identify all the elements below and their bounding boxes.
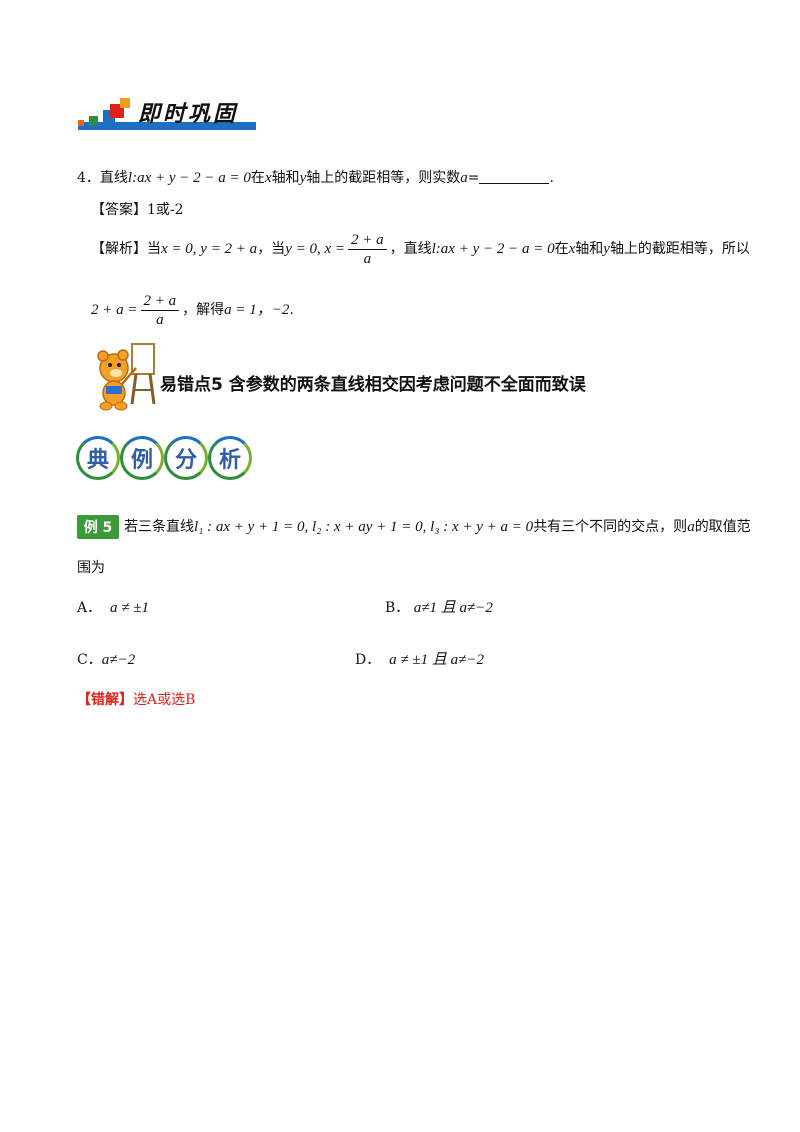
q4-analysis-x-var: x xyxy=(568,241,576,257)
example-stem: 若三条直线l₁ : ax + y + 1 = 0, l₂ : x + ay + … xyxy=(124,517,751,537)
typical-char-2: 例 xyxy=(130,448,153,473)
q4-stem-post: = xyxy=(467,170,480,186)
q4-answer-label: 【答案】 xyxy=(91,202,147,218)
q4-a-var: a xyxy=(460,170,468,186)
q4-analysis-line-eq: l:ax + y − 2 − a = 0 xyxy=(431,241,555,257)
option-d-text: a ≠ ±1 且 a≠−2 xyxy=(389,652,484,668)
q4-answer-value: 1或-2 xyxy=(147,202,184,218)
option-c-text: a≠−2 xyxy=(101,652,136,668)
q4-y-var: y xyxy=(299,170,307,186)
q4-x-var: x xyxy=(264,170,272,186)
q4-answer-blank xyxy=(479,169,550,184)
example-stem-p1: 若三条直线 xyxy=(124,519,194,535)
banner-underline xyxy=(78,122,256,130)
q4-blank-end: . xyxy=(549,170,554,186)
wrong-solution-label: 【错解】 xyxy=(77,692,133,708)
option-b[interactable]: B． a≠1 且 a≠−2 xyxy=(385,598,493,618)
q4-line2-eq-left: 2 + a = xyxy=(91,302,138,318)
q4-line2-frac-denominator: a xyxy=(156,311,164,328)
typical-circle-2: 例 xyxy=(120,436,164,480)
q4-line2-p1: ，解得 xyxy=(182,302,225,318)
typical-circle-3: 分 xyxy=(164,436,208,480)
option-d[interactable]: D． a ≠ ±1 且 a≠−2 xyxy=(355,650,484,670)
q4-stem: 4．直线l:ax + y − 2 − a = 0在x轴和y轴上的截距相等，则实数… xyxy=(77,168,554,188)
q4-line2-eq: a = 1，−2 xyxy=(224,302,290,318)
option-a-text: a ≠ ±1 xyxy=(110,600,149,616)
option-a-label: A． xyxy=(77,600,102,616)
q4-line2-frac-numerator: 2 + a xyxy=(140,292,180,311)
option-c-label: C． xyxy=(77,652,102,668)
option-b-text: a≠1 且 a≠−2 xyxy=(413,600,493,616)
bear-mascot-icon xyxy=(97,343,156,411)
q4-frac-denominator: a xyxy=(363,250,372,267)
q4-analysis-eq1: x = 0, y = 2 + a xyxy=(161,241,258,257)
q4-analysis-label: 【解析】 xyxy=(91,241,147,257)
option-c[interactable]: C．a≠−2 xyxy=(77,650,135,670)
q4-stem-mid: 在 xyxy=(250,170,265,186)
example-stem-line2: 围为 xyxy=(77,560,105,576)
banner-square-green xyxy=(89,116,98,125)
wrong-solution-text: 选A或选B xyxy=(133,692,196,708)
example-stem-var: a xyxy=(687,519,695,535)
typical-circle-4: 析 xyxy=(208,436,252,480)
typical-char-4: 析 xyxy=(218,448,241,473)
q4-analysis-p2: ，当 xyxy=(257,241,286,257)
q4-stem-mid2: 轴和 xyxy=(271,170,300,186)
banner-square-yellow xyxy=(120,98,130,108)
banner-title: 即时巩固 xyxy=(138,102,239,127)
q4-number: 4． xyxy=(77,170,100,186)
typical-char-1: 典 xyxy=(86,448,109,473)
example-badge: 例 5 xyxy=(77,515,119,539)
option-a[interactable]: A． a ≠ ±1 xyxy=(77,598,149,618)
example-stem-p2: 共有三个不同的交点，则 xyxy=(533,519,688,535)
q4-line2-end: . xyxy=(289,302,294,318)
q4-line-eq: l:ax + y − 2 − a = 0 xyxy=(127,170,251,186)
q4-stem-pre: 直线 xyxy=(99,170,128,186)
q4-analysis-p3: ，直线 xyxy=(389,241,432,257)
typical-circle-1: 典 xyxy=(76,436,120,480)
typical-char-3: 分 xyxy=(174,448,197,473)
section-title: 易错点5 含参数的两条直线相交因考虑问题不全面而致误 xyxy=(160,375,586,395)
q4-answer: 【答案】1或-2 xyxy=(91,200,184,220)
option-d-label: D． xyxy=(355,652,381,668)
q4-analysis-p6: 轴上的截距相等，所以 xyxy=(609,241,750,257)
q4-analysis-p4: 在 xyxy=(554,241,569,257)
q4-analysis-p5: 轴和 xyxy=(575,241,604,257)
wrong-solution: 【错解】选A或选B xyxy=(77,690,195,710)
example-stem-eq: l₁ : ax + y + 1 = 0, l₂ : x + ay + 1 = 0… xyxy=(194,519,534,535)
q4-analysis-eq2: y = 0, x = xyxy=(285,241,345,257)
q4-analysis-p1: 当 xyxy=(147,241,161,257)
q4-frac-numerator: 2 + a xyxy=(348,231,387,250)
example-stem-p3: 的取值范 xyxy=(694,519,751,535)
banner-square-orange xyxy=(78,120,84,126)
q4-analysis-y-var: y xyxy=(603,241,610,257)
option-b-label: B． xyxy=(385,600,410,616)
q4-stem-mid3: 轴上的截距相等，则实数 xyxy=(306,170,461,186)
